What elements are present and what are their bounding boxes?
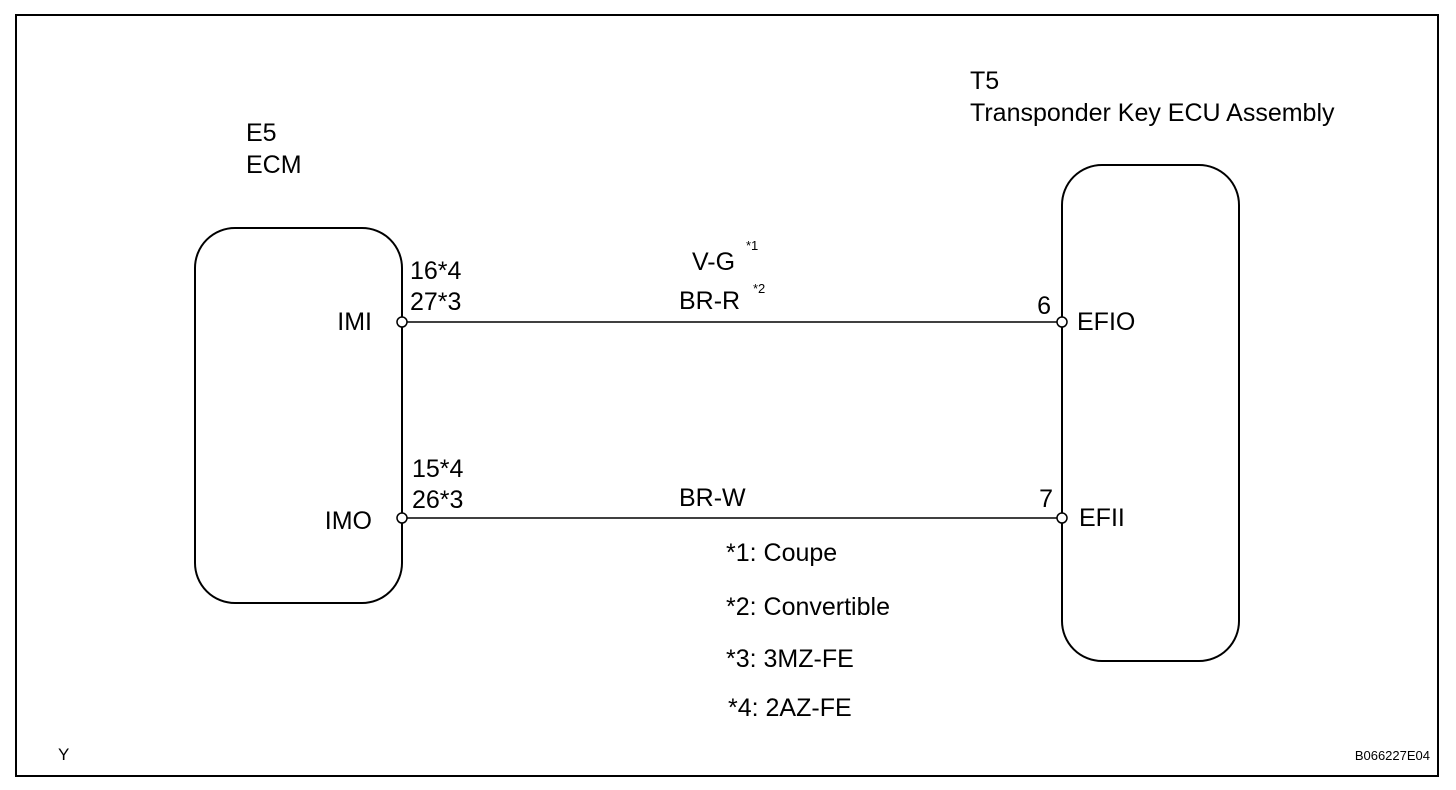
wire-color-vg: V-G	[692, 248, 735, 276]
note-2az-fe: *4: 2AZ-FE	[728, 694, 852, 722]
pin-label-efii: EFII	[1079, 504, 1125, 532]
pin-number-imo-2: 26*3	[412, 486, 463, 514]
transponder-box	[1061, 164, 1240, 662]
wire-color-brr: BR-R	[679, 287, 740, 315]
pin-number-imo-1: 15*4	[412, 455, 464, 483]
pin-number-imi-1: 16*4	[410, 257, 462, 285]
pin-label-imo: IMO	[325, 507, 372, 535]
wire-color-brr-note: *2	[753, 281, 765, 296]
note-3mz-fe: *3: 3MZ-FE	[726, 645, 854, 673]
note-convertible: *2: Convertible	[726, 593, 890, 621]
ecm-name: ECM	[246, 151, 302, 179]
terminal-efii	[1056, 512, 1068, 524]
terminal-imi	[396, 316, 408, 328]
wire-color-brw: BR-W	[679, 484, 746, 512]
pin-label-imi: IMI	[337, 308, 372, 336]
terminal-efio	[1056, 316, 1068, 328]
figure-id: B066227E04	[1355, 748, 1430, 763]
pin-number-efii: 7	[1039, 485, 1053, 513]
pin-number-imi-2: 27*3	[410, 288, 461, 316]
transponder-code: T5	[970, 67, 999, 95]
wire-color-vg-note: *1	[746, 238, 758, 253]
transponder-name: Transponder Key ECU Assembly	[970, 99, 1335, 127]
pin-number-efio: 6	[1037, 292, 1051, 320]
note-coupe: *1: Coupe	[726, 539, 837, 567]
diagram-frame	[15, 14, 1439, 777]
ecm-box	[194, 227, 403, 604]
ecm-code: E5	[246, 119, 277, 147]
corner-mark: Y	[58, 745, 69, 764]
pin-label-efio: EFIO	[1077, 308, 1135, 336]
terminal-imo	[396, 512, 408, 524]
